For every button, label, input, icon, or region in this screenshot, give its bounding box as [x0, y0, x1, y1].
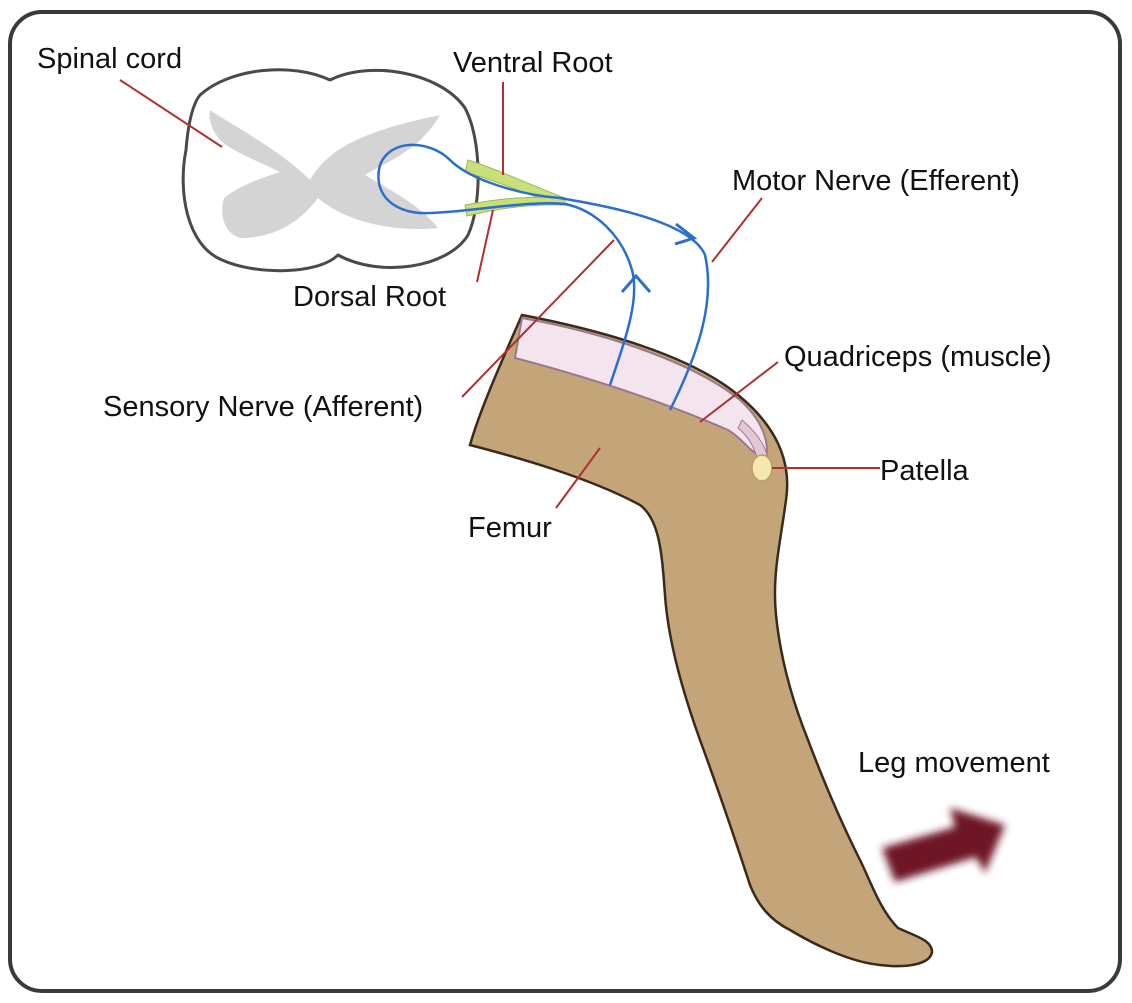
femur-label: Femur — [468, 512, 552, 544]
patella-shape — [752, 455, 772, 481]
sensory-nerve-arrowhead — [622, 276, 650, 292]
spinal-cord-label: Spinal cord — [37, 43, 182, 75]
dorsal-root-shape — [465, 197, 565, 216]
quadriceps-label: Quadriceps (muscle) — [784, 341, 1052, 373]
leg-movement-label: Leg movement — [858, 747, 1050, 779]
spinal-cord-section — [183, 70, 478, 271]
dorsal-root-label: Dorsal Root — [293, 281, 446, 313]
dorsal-root-leader — [477, 210, 493, 282]
motor-nerve-leader — [712, 198, 762, 262]
leg — [465, 308, 932, 966]
leg-movement-arrow — [882, 808, 1005, 882]
ventral-root-label: Ventral Root — [453, 47, 613, 79]
motor-nerve-label: Motor Nerve (Efferent) — [732, 165, 1020, 197]
sensory-nerve-label: Sensory Nerve (Afferent) — [103, 391, 423, 423]
patella-label: Patella — [880, 455, 970, 487]
